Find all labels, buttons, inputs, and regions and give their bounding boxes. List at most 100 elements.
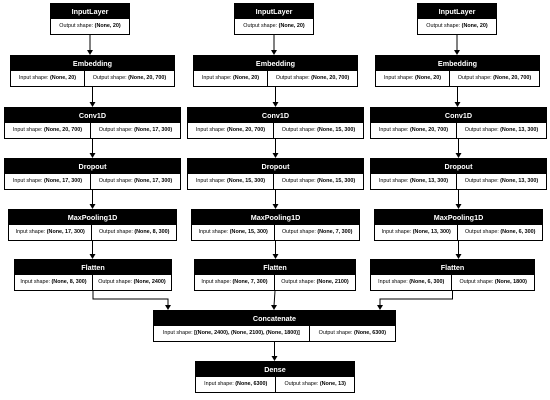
input-shape-cell: Input shape: (None, 17, 300) [5,174,90,189]
shape-label: Output shape: [318,330,353,336]
shape-label: Output shape: [281,279,316,285]
shape-label: Output shape: [284,381,319,387]
shape-value: (None, 15, 300) [227,178,266,184]
output-shape-cell: Output shape: (None, 8, 300) [91,225,176,240]
layer-shapes: Output shape: (None, 20) [51,19,129,34]
arrowhead [454,50,460,55]
shape-label: Input shape: [12,178,43,184]
shape-value: (None, 6, 300) [409,279,445,285]
output-shape-cell: Output shape: (None, 20, 700) [266,71,357,86]
edge-flat1-to-concat [92,291,169,306]
arrowhead [272,254,279,259]
shape-value: (None, 13) [319,381,346,387]
layer-title: Flatten [195,260,355,275]
shape-value: (None, 20, 700) [227,127,266,133]
output-shape-cell: Output shape: (None, 17, 300) [89,123,180,138]
shape-value: (None, 20, 700) [493,75,532,81]
shape-label: Output shape: [59,23,94,29]
layer-title: Dropout [5,159,180,174]
input-shape-cell: Input shape: (None, 20, 700) [371,123,456,138]
output-shape-cell: Output shape: (None, 15, 300) [272,174,363,189]
layer-title: MaxPooling1D [9,210,176,225]
shape-value: (None, 6300) [235,381,268,387]
input-shape-cell: Input shape: (None, 20, 700) [5,123,90,138]
layer-shapes: Input shape: (None, 13, 300)Output shape… [375,225,542,240]
arrowhead [271,305,277,310]
layer-title: MaxPooling1D [375,210,542,225]
shape-label: Output shape: [464,229,499,235]
output-shape-cell: Output shape: (None, 20, 700) [83,71,174,86]
shape-label: Input shape: [15,229,46,235]
shape-label: Output shape: [98,279,133,285]
shape-label: Output shape: [464,178,499,184]
arrowhead [455,254,462,259]
shape-value: (None, 6, 300) [500,229,536,235]
shape-label: Input shape: [201,75,232,81]
shape-value: [(None, 2400), (None, 2100), (None, 1800… [194,330,300,336]
output-shape-cell: Output shape: (None, 20) [235,19,313,34]
shape-label: Input shape: [195,127,226,133]
layer-shapes: Output shape: (None, 20) [235,19,313,34]
shape-label: Output shape: [98,127,133,133]
arrowhead [165,305,171,310]
layer-shapes: Input shape: (None, 20)Output shape: (No… [11,71,174,86]
shape-label: Input shape: [383,75,414,81]
arrowhead [87,50,93,55]
shape-label: Output shape: [275,75,310,81]
layer-title: MaxPooling1D [192,210,359,225]
shape-label: Output shape: [98,229,133,235]
shape-value: (None, 20, 700) [44,127,83,133]
layer-title: Flatten [15,260,171,275]
edge-flat2-to-concat [273,290,276,307]
layer-shapes: Input shape: (None, 15, 300)Output shape… [192,225,359,240]
layer-title: Conv1D [5,108,180,123]
arrowhead [271,356,278,361]
shape-value: (None, 17, 300) [134,127,173,133]
input-shape-cell: Input shape: (None, 20) [194,71,267,86]
shape-label: Output shape: [464,127,499,133]
layer-title: Embedding [376,56,539,71]
arrowhead [89,153,96,158]
layer-title: Dense [196,362,354,377]
input-shape-cell: Input shape: (None, 6, 300) [371,275,451,290]
input-shape-cell: Input shape: (None, 20) [11,71,84,86]
input-shape-cell: Input shape: (None, 17, 300) [9,225,91,240]
shape-value: (None, 8, 300) [51,279,87,285]
shape-label: Input shape: [201,279,232,285]
shape-label: Input shape: [198,229,229,235]
layer-shapes: Input shape: (None, 17, 300)Output shape… [9,225,176,240]
layer-title: Dropout [371,159,546,174]
layer-shapes: Output shape: (None, 20) [418,19,496,34]
arrowhead [377,305,383,310]
shape-value: (None, 17, 300) [44,178,83,184]
edge-flat3-to-concat [379,291,453,306]
shape-value: (None, 20) [278,23,305,29]
layer-title: InputLayer [418,4,496,19]
layer-shapes: Input shape: (None, 6300) Output shape: (… [196,377,354,392]
shape-label: Input shape: [204,381,234,387]
layer-shapes: Input shape: (None, 20)Output shape: (No… [194,71,357,86]
layer-shapes: Input shape: (None, 20)Output shape: (No… [376,71,539,86]
layer-shapes: Input shape: (None, 20, 700)Output shape… [5,123,180,138]
layer-title: InputLayer [51,4,129,19]
shape-value: (None, 13, 300) [410,178,449,184]
shape-value: (None, 20) [415,75,442,81]
layer-title: Concatenate [154,311,395,326]
shape-value: (None, 15, 300) [229,229,268,235]
arrowhead [89,102,96,107]
shape-value: (None, 13, 300) [412,229,451,235]
shape-value: (None, 20, 700) [128,75,167,81]
shape-label: Output shape: [92,75,127,81]
shape-label: Output shape: [459,279,494,285]
layer-title: Conv1D [188,108,363,123]
